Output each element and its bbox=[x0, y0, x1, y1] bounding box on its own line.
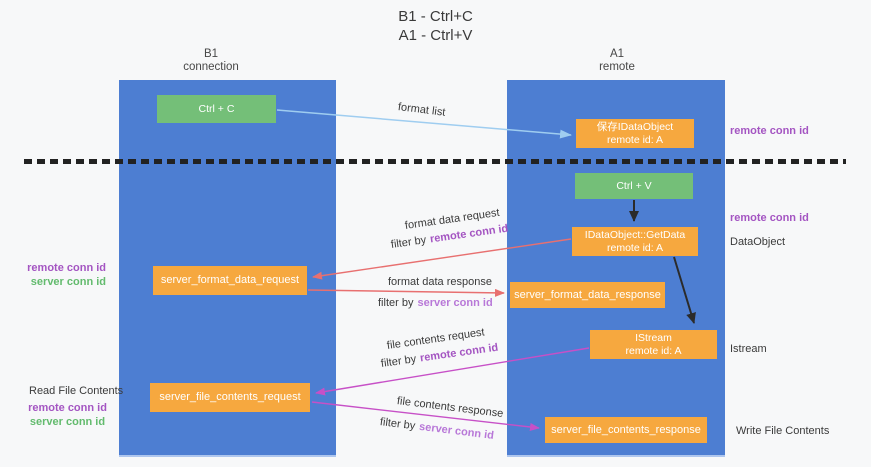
server-file-contents-request-label: server_file_contents_request bbox=[159, 391, 301, 403]
idataobject-getdata-line2: remote id: A bbox=[606, 241, 664, 254]
save-idataobject-box: 保存IDataObject remote id: A bbox=[576, 119, 694, 148]
right-lane-header: A1 remote bbox=[557, 48, 677, 74]
left-server-conn-id: server conn id bbox=[30, 276, 106, 288]
istream-line2: remote id: A bbox=[625, 344, 682, 357]
istream-side-label: Istream bbox=[730, 343, 767, 355]
format-data-response-label: format data response bbox=[388, 276, 492, 288]
idataobject-getdata-line1: IDataObject::GetData bbox=[584, 228, 686, 241]
right-lane-role: remote bbox=[599, 61, 635, 73]
server-file-contents-response-box: server_file_contents_response bbox=[545, 417, 707, 443]
filter-by-text: filter by bbox=[378, 297, 414, 309]
filter-by-text: filter by bbox=[390, 234, 427, 251]
save-idataobject-line1: 保存IDataObject bbox=[596, 120, 674, 133]
server-format-data-response-label: server_format_data_response bbox=[514, 288, 661, 301]
left-lane-role: connection bbox=[183, 61, 239, 73]
server-format-data-request-box: server_format_data_request bbox=[153, 266, 307, 295]
left-lane-name: B1 bbox=[203, 48, 219, 60]
left-conn-id-block: remote conn id server conn id bbox=[18, 261, 106, 289]
title-line-1: B1 - Ctrl+C bbox=[398, 8, 473, 25]
diagram-title: B1 - Ctrl+C A1 - Ctrl+V bbox=[0, 7, 871, 45]
format-list-label: format list bbox=[397, 101, 447, 119]
boundary-dashed-line bbox=[24, 159, 846, 164]
file-contents-response-label: file contents response bbox=[396, 395, 504, 420]
server-format-data-request-label: server_format_data_request bbox=[160, 274, 300, 286]
server-file-contents-response-label: server_file_contents_response bbox=[551, 423, 701, 436]
format-data-response-arrow bbox=[307, 288, 505, 297]
filter-by-text: filter by bbox=[380, 353, 417, 370]
right-lane-name: A1 bbox=[609, 48, 625, 60]
left-conn-id-block-bottom: remote conn id server conn id bbox=[20, 401, 115, 429]
right-remote-conn-id-top: remote conn id bbox=[730, 125, 809, 137]
filter-by-text: filter by bbox=[379, 416, 416, 433]
right-remote-conn-id-mid: remote conn id bbox=[730, 212, 809, 224]
dataobject-label: DataObject bbox=[730, 236, 786, 248]
left-remote-conn-id-bottom: remote conn id bbox=[28, 402, 107, 414]
left-remote-conn-id: remote conn id bbox=[27, 262, 106, 274]
server-file-contents-request-box: server_file_contents_request bbox=[150, 383, 310, 412]
left-lane-header: B1 connection bbox=[151, 48, 271, 74]
title-line-2: A1 - Ctrl+V bbox=[398, 27, 473, 44]
read-file-contents-label: Read File Contents bbox=[29, 385, 124, 397]
server-conn-id-text: server conn id bbox=[417, 297, 493, 309]
write-file-contents-label: Write File Contents bbox=[736, 425, 830, 437]
ctrl-c-box: Ctrl + C bbox=[157, 95, 276, 123]
left-server-conn-id-bottom: server conn id bbox=[29, 416, 106, 428]
server-format-data-response-box: server_format_data_response bbox=[510, 282, 665, 308]
ctrl-v-box: Ctrl + V bbox=[575, 173, 693, 199]
idataobject-getdata-box: IDataObject::GetData remote id: A bbox=[572, 227, 698, 256]
istream-box: IStream remote id: A bbox=[590, 330, 717, 359]
istream-line1: IStream bbox=[635, 331, 672, 344]
ctrl-c-label: Ctrl + C bbox=[198, 102, 235, 115]
ctrl-v-label: Ctrl + V bbox=[616, 179, 652, 192]
save-idataobject-line2: remote id: A bbox=[606, 133, 664, 146]
server-conn-id-text: server conn id bbox=[418, 420, 495, 442]
